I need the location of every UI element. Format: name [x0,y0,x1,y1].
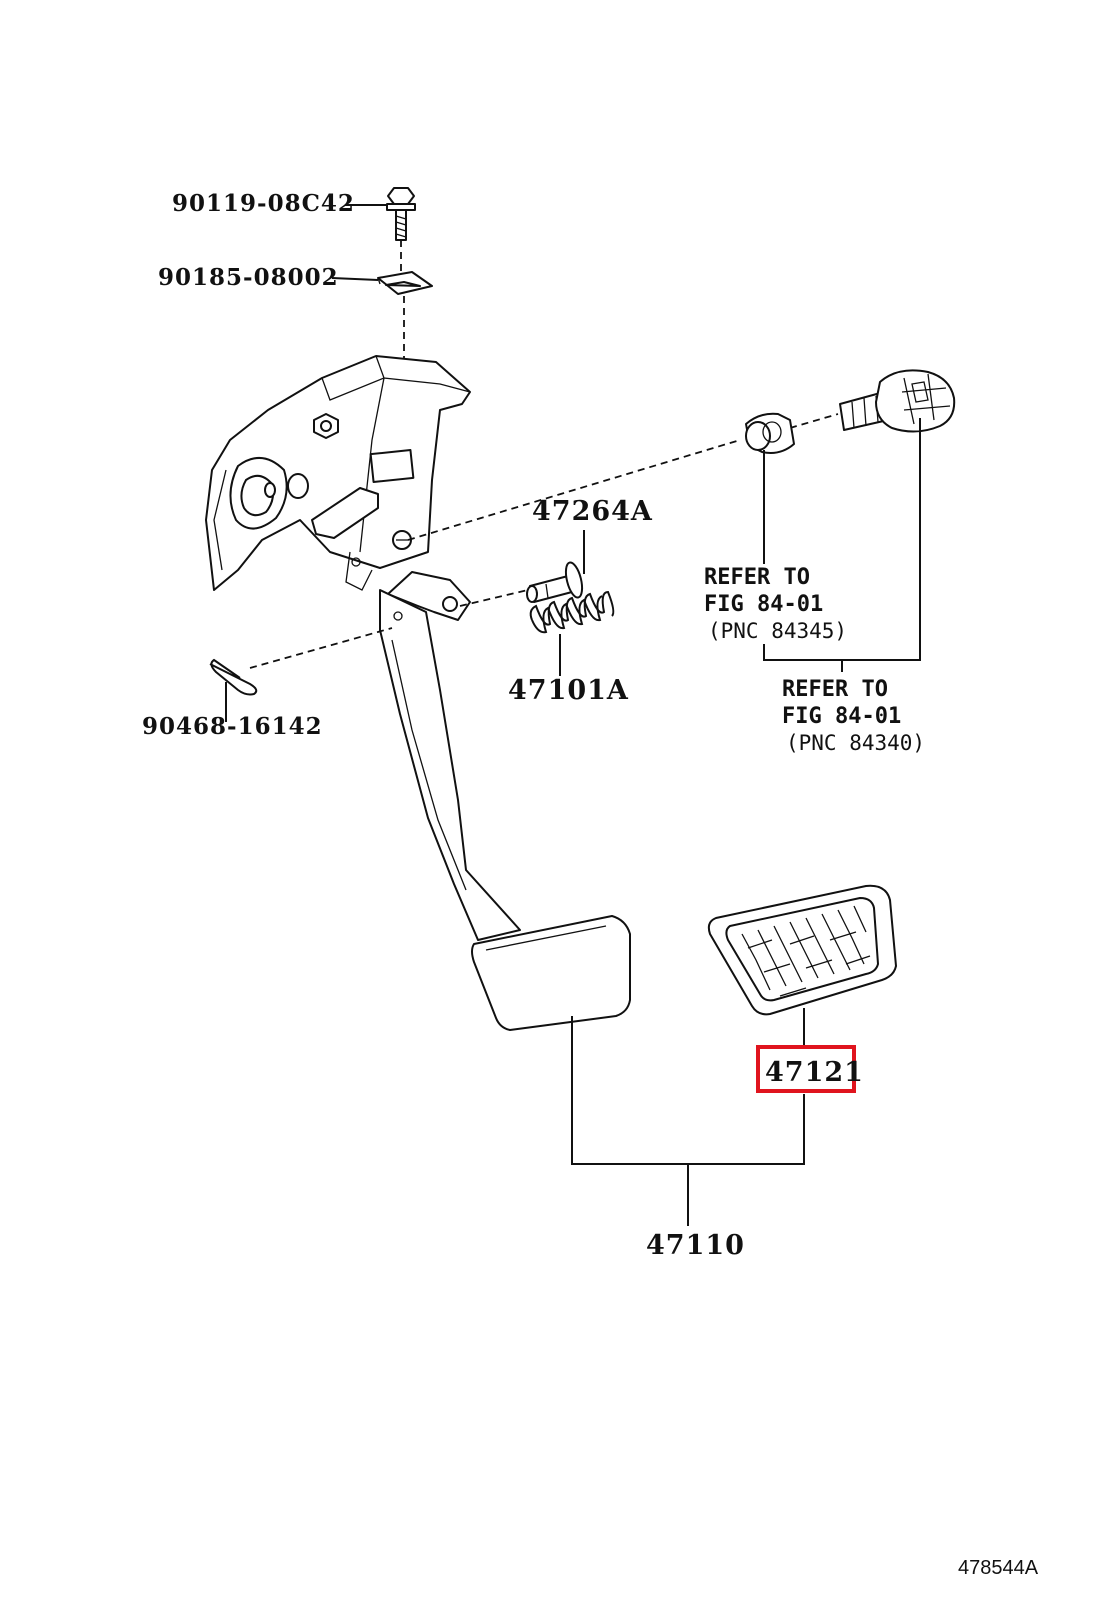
label-90468-16142[interactable]: 90468-16142 [142,713,323,740]
label-47101A[interactable]: 47101A [508,675,629,706]
highlight-box [756,1045,856,1093]
stop-cushion-part[interactable] [745,412,795,454]
clip-part[interactable] [209,658,258,696]
label-47110[interactable]: 47110 [646,1230,745,1261]
label-47121[interactable]: 47121 [765,1057,864,1088]
label-90119-08C42[interactable]: 90119-08C42 [172,190,355,217]
bolt-part[interactable] [386,187,416,241]
clevis-pin-part[interactable] [526,561,585,603]
ref1-line2: FIG 84-01 [704,592,823,617]
figure-id: 478544A [958,1557,1039,1579]
ref1-line1: REFER TO [704,565,810,590]
assembly-line [459,589,529,607]
ref2-line3: (PNC 84340) [786,731,925,755]
leader-line [331,277,379,281]
assembly-line [789,413,839,429]
stop-lamp-switch-part[interactable] [839,369,956,433]
ref2-line2: FIG 84-01 [782,704,901,729]
pedal-bracket [205,355,471,591]
ref1-line3: (PNC 84345) [708,619,847,643]
pedal-arm [379,571,521,941]
brake-pedal-pad[interactable] [471,915,631,1031]
washer-part[interactable] [377,271,433,295]
assembly-line [249,627,393,669]
label-47264A[interactable]: 47264A [532,496,653,527]
ref2-line1: REFER TO [782,677,888,702]
assembly-line [407,439,741,541]
return-spring-part[interactable] [529,590,615,634]
label-90185-08002[interactable]: 90185-08002 [158,264,339,291]
pedal-pad-cover[interactable] [707,884,897,1016]
